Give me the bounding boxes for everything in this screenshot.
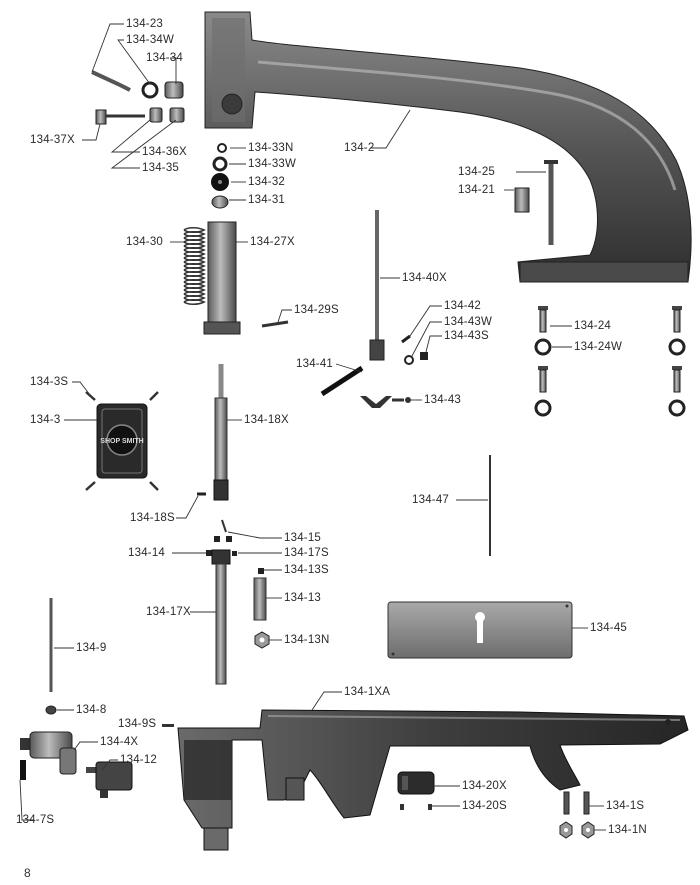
part-label-134-17s: 134-17S — [284, 547, 329, 559]
part-label-134-43: 134-43 — [424, 394, 461, 406]
top-left-small-parts — [91, 70, 185, 125]
part-label-134-33n: 134-33N — [248, 142, 294, 154]
part-label-134-15: 134-15 — [284, 532, 321, 544]
leader-lines — [19, 23, 606, 831]
shaft-lower — [206, 519, 270, 685]
part-label-134-33w: 134-33W — [248, 158, 296, 170]
part-label-134-43s: 134-43S — [444, 330, 489, 342]
stacked-washers — [211, 143, 229, 209]
bottom-right-parts — [397, 771, 595, 839]
part-label-134-30: 134-30 — [126, 236, 163, 248]
part-label-134-3: 134-3 — [30, 414, 60, 426]
part-label-134-3s: 134-3S — [30, 376, 68, 388]
part-label-134-25: 134-25 — [458, 166, 495, 178]
part-label-134-43w: 134-43W — [444, 316, 492, 328]
part-label-134-7s: 134-7S — [16, 814, 54, 826]
part-label-134-47: 134-47 — [412, 494, 449, 506]
base-casting — [177, 709, 689, 851]
part-label-134-42: 134-42 — [444, 300, 481, 312]
nameplate-logo: SHOP SMITH — [100, 438, 143, 445]
shaft-upper — [197, 364, 229, 501]
part-label-134-37x: 134-37X — [30, 134, 75, 146]
part-label-134-21: 134-21 — [458, 184, 495, 196]
bottom-left-parts — [20, 731, 133, 798]
lever-assembly — [320, 210, 428, 408]
part-label-134-24: 134-24 — [574, 320, 611, 332]
part-label-134-34: 134-34 — [146, 52, 183, 64]
part-label-134-13n: 134-13N — [284, 634, 330, 646]
part-label-134-45: 134-45 — [590, 622, 627, 634]
part-label-134-2: 134-2 — [344, 142, 374, 154]
keyhole-plate — [387, 601, 573, 659]
part-label-134-14: 134-14 — [128, 547, 165, 559]
part-label-134-27x: 134-27X — [250, 236, 295, 248]
part-label-134-8: 134-8 — [76, 704, 106, 716]
part-label-134-12: 134-12 — [120, 754, 157, 766]
part-label-134-17x: 134-17X — [146, 606, 191, 618]
part-label-134-34w: 134-34W — [126, 34, 174, 46]
part-label-134-1xa: 134-1XA — [344, 686, 390, 698]
shop-smith-nameplate: SHOP SMITH — [85, 391, 159, 491]
part-label-134-18x: 134-18X — [244, 414, 289, 426]
page-number: 8 — [24, 866, 31, 880]
part-label-134-41: 134-41 — [296, 358, 333, 370]
bolt-and-sleeve — [514, 160, 558, 245]
left-rod-parts — [45, 598, 174, 727]
part-label-134-29s: 134-29S — [294, 304, 339, 316]
part-label-134-4x: 134-4X — [100, 736, 138, 748]
bolts-and-washers-right — [534, 306, 686, 417]
part-label-134-31: 134-31 — [248, 194, 285, 206]
part-label-134-1s: 134-1S — [606, 800, 644, 812]
spring-and-tube — [183, 221, 289, 335]
part-label-134-40x: 134-40X — [402, 272, 447, 284]
part-label-134-9: 134-9 — [76, 642, 106, 654]
part-label-134-36x: 134-36X — [142, 146, 187, 158]
part-label-134-35: 134-35 — [142, 162, 179, 174]
upper-arm-casting — [204, 11, 692, 283]
part-labels: 134-23 134-34W 134-34 134-37X 134-36X 134-35 1… — [16, 18, 647, 836]
part-label-134-9s: 134-9S — [118, 718, 156, 730]
part-label-134-13: 134-13 — [284, 592, 321, 604]
part-label-134-23: 134-23 — [126, 18, 163, 30]
part-label-134-32: 134-32 — [248, 176, 285, 188]
part-label-134-20x: 134-20X — [462, 780, 507, 792]
part-label-134-18s: 134-18S — [130, 512, 175, 524]
part-label-134-1n: 134-1N — [608, 824, 647, 836]
part-label-134-24w: 134-24W — [574, 341, 622, 353]
part-label-134-20s: 134-20S — [462, 800, 507, 812]
part-label-134-13s: 134-13S — [284, 564, 329, 576]
